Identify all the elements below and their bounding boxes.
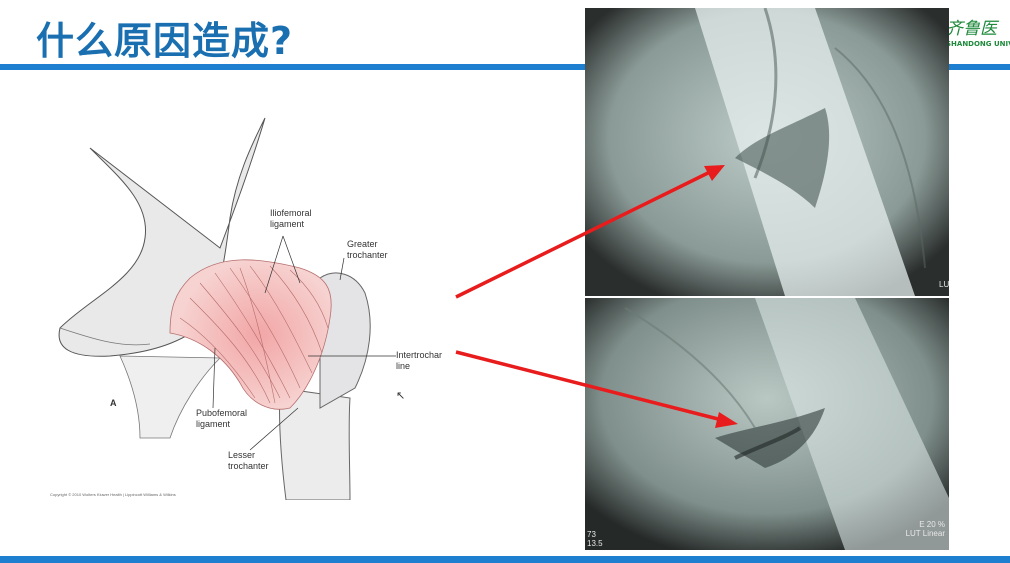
xray-image-top: LU: [585, 8, 949, 296]
label-intertrochanteric-line: Intertrochar line: [396, 350, 443, 371]
label-iliofemoral-ligament: Iliofemoral ligament: [270, 208, 312, 229]
xray-bottom-drawing: [585, 298, 949, 550]
footer-bar: [0, 556, 1010, 563]
xray-image-bottom: 73 13.5 E 20 % LUT Linear: [585, 298, 949, 550]
title-divider-bar: [0, 64, 1010, 70]
xray-bottom-left-line2: 13.5: [587, 539, 603, 548]
university-logo: 齐鲁医 SHANDONG UNIV: [946, 14, 1010, 54]
panel-letter: A: [110, 398, 117, 408]
hip-ligament-illustration: Iliofemoral ligament Greater trochanter …: [50, 108, 450, 500]
xray-bottom-left-line1: 73: [587, 530, 596, 539]
logo-chinese-text: 齐鲁医: [946, 19, 997, 39]
xray-bottom-right-line2: LUT Linear: [905, 529, 945, 538]
xray-top-drawing: [585, 8, 949, 296]
xray-bottom-right-line1: E 20 %: [919, 520, 945, 529]
slide-title: 什么原因造成?: [36, 19, 294, 63]
logo-english-text: SHANDONG UNIV: [946, 40, 1010, 48]
xray-top-corner-text: LU: [939, 280, 949, 289]
label-lesser-trochanter: Lesser trochanter: [228, 450, 269, 471]
hip-anatomy-drawing: [58, 117, 396, 500]
label-greater-trochanter: Greater trochanter: [347, 239, 388, 260]
illustration-copyright: Copyright © 2010 Wolters Kluwer Health |…: [50, 492, 176, 497]
label-pubofemoral-ligament: Pubofemoral ligament: [196, 408, 248, 429]
mouse-cursor-icon: ↖: [396, 389, 406, 402]
